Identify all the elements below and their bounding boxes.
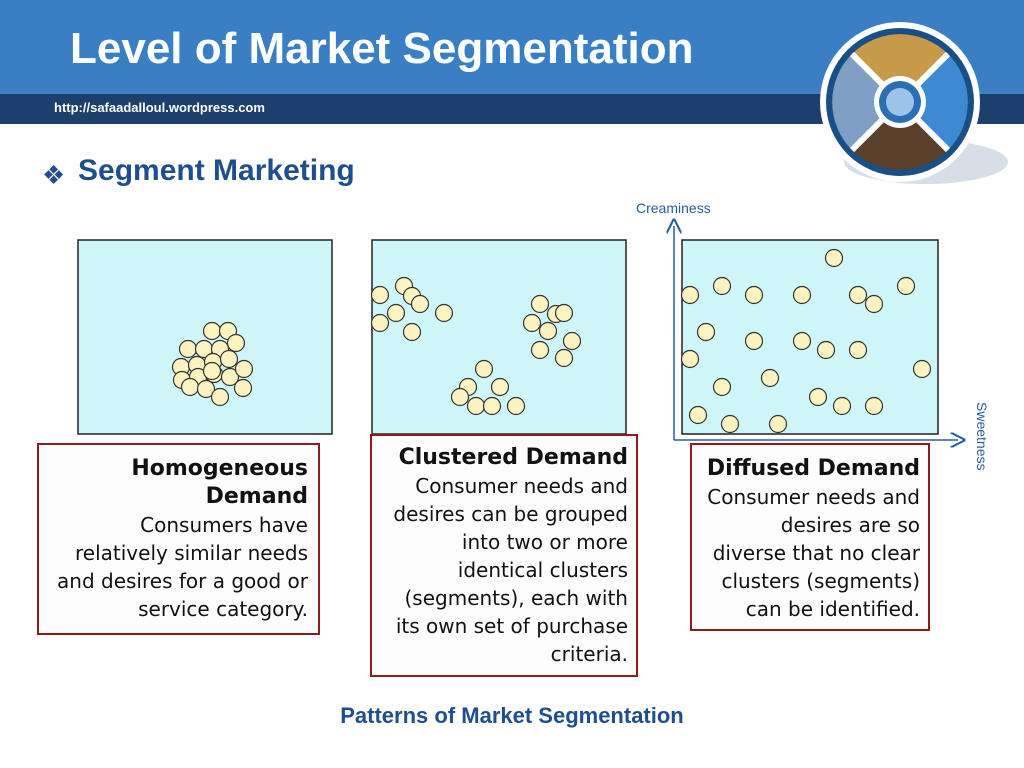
box-text-line: (segments), each with (404, 586, 629, 610)
consumer-dot (712, 377, 732, 397)
consumer-dot (744, 285, 764, 305)
consumer-dot (386, 303, 406, 323)
x-axis-label: Sweetness (974, 402, 990, 471)
consumer-dot (792, 285, 812, 305)
consumer-dot (832, 396, 852, 416)
box-title-line: Diffused Demand (706, 456, 920, 481)
consumer-dot (848, 285, 868, 305)
consumer-dot (466, 396, 486, 416)
consumer-dot (554, 348, 574, 368)
box-title-line: Clustered Demand (398, 445, 628, 470)
consumer-dot (178, 339, 198, 359)
consumer-dot (912, 359, 932, 379)
consumer-dot (554, 303, 574, 323)
box-text-line: criteria. (550, 642, 628, 666)
consumer-dot (220, 367, 240, 387)
consumer-dot (434, 303, 454, 323)
box-text-line: Consumers have (140, 513, 308, 537)
consumer-dot (180, 377, 200, 397)
box-text-line: relatively similar needs (75, 541, 308, 565)
consumer-dot (744, 331, 764, 351)
consumer-dot (402, 322, 422, 342)
consumer-dot (234, 359, 254, 379)
box-text-line: and desires for a good or (57, 569, 308, 593)
consumer-dot (474, 359, 494, 379)
box-text-line: its own set of purchase (395, 614, 628, 638)
box-title-line: Homogeneous (131, 456, 308, 481)
consumer-dot (816, 340, 836, 360)
box-text-line: desires are so (780, 513, 920, 537)
consumer-dot (792, 331, 812, 351)
box-text-line: into two or more (461, 530, 628, 554)
consumer-dot (370, 285, 390, 305)
consumer-dot (410, 294, 430, 314)
consumer-dot (680, 285, 700, 305)
consumer-dot (848, 340, 868, 360)
box-text-line: Consumer needs and (415, 474, 628, 498)
box-text-line: can be identified. (745, 597, 920, 621)
consumer-dot (864, 396, 884, 416)
source-url: http://safaadalloul.wordpress.com (54, 100, 265, 115)
consumer-dot (450, 387, 470, 407)
consumer-dot (506, 396, 526, 416)
consumer-dot (680, 349, 700, 369)
box-title-line: Demand (205, 484, 308, 509)
consumer-dot (196, 379, 216, 399)
diagram-caption: Patterns of Market Segmentation (340, 703, 684, 728)
consumer-dot (370, 313, 390, 333)
box-text-line: diverse that no clear (712, 541, 920, 565)
consumer-dot (210, 387, 230, 407)
consumer-dot (219, 349, 239, 369)
box-text-line: desires can be grouped (393, 502, 628, 526)
diffused-demand-box: Diffused Demand Consumer needs and desir… (690, 443, 930, 631)
consumer-dot (538, 321, 558, 341)
consumer-dot (482, 396, 502, 416)
consumer-dot (490, 377, 510, 397)
consumer-dot (522, 313, 542, 333)
homogeneous-demand-box: Homogeneous Demand Consumers have relati… (37, 443, 320, 635)
y-axis-label: Creaminess (636, 200, 711, 216)
box-text-line: clusters (segments) (721, 569, 920, 593)
section-heading: Segment Marketing (78, 154, 355, 187)
consumer-dot (760, 368, 780, 388)
homogeneous-panel (77, 239, 333, 435)
consumer-dot (226, 333, 246, 353)
consumer-dot (233, 378, 253, 398)
consumer-dot (824, 248, 844, 268)
consumer-dot (530, 340, 550, 360)
clustered-demand-box: Clustered Demand Consumer needs and desi… (370, 434, 638, 677)
consumer-dot (530, 294, 550, 314)
box-text-line: service category. (138, 597, 308, 621)
consumer-dot (688, 405, 708, 425)
logo-icon (820, 22, 1008, 184)
consumer-dot (808, 387, 828, 407)
box-text-line: identical clusters (457, 558, 628, 582)
slide-title: Level of Market Segmentation (70, 24, 694, 73)
bullet-icon: ❖ (42, 160, 66, 190)
consumer-dot (696, 322, 716, 342)
consumer-dot (562, 331, 582, 351)
consumer-dot (202, 361, 222, 381)
consumer-dot (896, 276, 916, 296)
consumer-dot (720, 414, 740, 434)
box-text-line: Consumer needs and (707, 485, 920, 509)
consumer-dot (864, 294, 884, 314)
consumer-dot (768, 414, 788, 434)
consumer-dot (202, 321, 222, 341)
consumer-dot (712, 276, 732, 296)
